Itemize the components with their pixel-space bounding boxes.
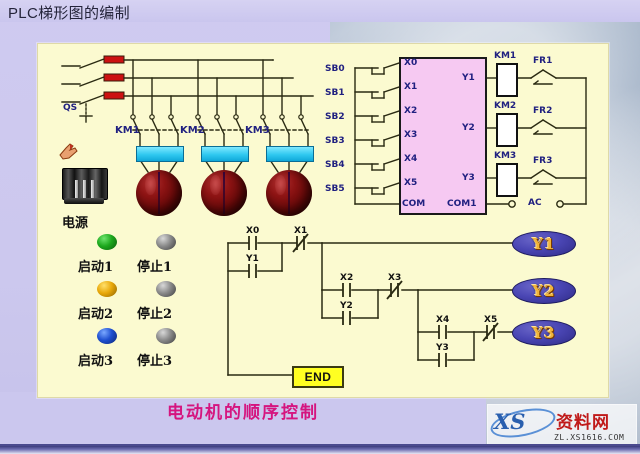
terminal-y3: Y3 bbox=[462, 173, 475, 183]
terminal-x5: X5 bbox=[404, 178, 418, 188]
watermark-url: ZL.XS1616.COM bbox=[554, 433, 625, 442]
footer-rule bbox=[0, 444, 640, 446]
ladder-output-y2: Y2 bbox=[512, 278, 576, 304]
terminal-x3: X3 bbox=[404, 130, 418, 140]
ladder-contact-x1: X1 bbox=[294, 226, 308, 236]
ladder-output-y3-label: Y3 bbox=[532, 324, 556, 342]
ladder-output-y2-label: Y2 bbox=[532, 282, 556, 300]
motor bbox=[266, 170, 312, 216]
terminal-x0: X0 bbox=[404, 58, 418, 68]
background-footer-band bbox=[0, 392, 486, 446]
terminal-x1: X1 bbox=[404, 82, 418, 92]
power-supply-label: 电源 bbox=[62, 216, 89, 231]
label-sb5: SB5 bbox=[325, 184, 345, 194]
label-sb1: SB1 bbox=[325, 88, 345, 98]
start-button-1-label: 启动1 bbox=[78, 260, 114, 275]
terminal-y2: Y2 bbox=[462, 123, 475, 133]
plc-module bbox=[399, 57, 487, 215]
label-km3-coil: KM3 bbox=[494, 151, 517, 161]
stop-button-3-label: 停止3 bbox=[137, 354, 173, 369]
start-button-3[interactable] bbox=[96, 328, 118, 346]
start-button-2-label: 启动2 bbox=[78, 307, 114, 322]
ladder-end-block: END bbox=[292, 366, 344, 388]
page-title: PLC梯形图的编制 bbox=[8, 5, 130, 22]
label-sb3: SB3 bbox=[325, 136, 345, 146]
coil-km2 bbox=[496, 113, 518, 147]
label-km2-coil: KM2 bbox=[494, 101, 517, 111]
coil-km3 bbox=[496, 163, 518, 197]
motor-terminal-block bbox=[136, 146, 184, 162]
start-button-2[interactable] bbox=[96, 281, 118, 299]
terminal-com: COM bbox=[402, 199, 426, 209]
start-button-1[interactable] bbox=[96, 234, 118, 252]
ladder-contact-y1: Y1 bbox=[246, 254, 259, 264]
footer-gradient-bar bbox=[0, 446, 640, 454]
ladder-contact-x2: X2 bbox=[340, 273, 354, 283]
label-qs: QS bbox=[63, 103, 78, 113]
power-supply-icon bbox=[62, 168, 108, 212]
watermark-logo: XS bbox=[494, 409, 526, 434]
ladder-contact-x3: X3 bbox=[388, 273, 402, 283]
watermark-brand: 资料网 bbox=[556, 413, 610, 433]
label-sb2: SB2 bbox=[325, 112, 345, 122]
background-header-band bbox=[0, 0, 640, 22]
terminal-com1: COM1 bbox=[447, 199, 477, 209]
ladder-end-label: END bbox=[304, 370, 332, 384]
label-fr3: FR3 bbox=[533, 156, 553, 166]
stop-button-2-label: 停止2 bbox=[137, 307, 173, 322]
label-fr1: FR1 bbox=[533, 56, 553, 66]
ladder-output-y1: Y1 bbox=[512, 231, 576, 257]
label-sb4: SB4 bbox=[325, 160, 345, 170]
label-km2-power: KM2 bbox=[180, 125, 205, 136]
motor bbox=[136, 170, 182, 216]
ladder-contact-y3: Y3 bbox=[436, 343, 449, 353]
stop-button-2[interactable] bbox=[155, 281, 177, 299]
ladder-output-y3: Y3 bbox=[512, 320, 576, 346]
ladder-contact-x0: X0 bbox=[246, 226, 260, 236]
label-sb0: SB0 bbox=[325, 64, 345, 74]
hand-cursor-icon bbox=[59, 143, 78, 160]
stop-button-1[interactable] bbox=[155, 234, 177, 252]
ladder-output-y1-label: Y1 bbox=[532, 235, 556, 253]
stop-button-3[interactable] bbox=[155, 328, 177, 346]
ladder-contact-x5: X5 bbox=[484, 315, 498, 325]
label-fr2: FR2 bbox=[533, 106, 553, 116]
motor-terminal-block bbox=[201, 146, 249, 162]
watermark: XS 资料网 ZL.XS1616.COM bbox=[487, 403, 637, 450]
slide-subtitle: 电动机的顺序控制 bbox=[167, 403, 319, 423]
label-km1-coil: KM1 bbox=[494, 51, 517, 61]
motor-terminal-block bbox=[266, 146, 314, 162]
motor bbox=[201, 170, 247, 216]
terminal-y1: Y1 bbox=[462, 73, 475, 83]
label-ac-supply: AC bbox=[528, 198, 542, 208]
stop-button-1-label: 停止1 bbox=[137, 260, 173, 275]
terminal-x2: X2 bbox=[404, 106, 418, 116]
coil-km1 bbox=[496, 63, 518, 97]
terminal-x4: X4 bbox=[404, 154, 418, 164]
ladder-contact-y2: Y2 bbox=[340, 301, 353, 311]
start-button-3-label: 启动3 bbox=[78, 354, 114, 369]
label-km1-power: KM1 bbox=[115, 125, 140, 136]
label-km3-power: KM3 bbox=[245, 125, 270, 136]
ladder-contact-x4: X4 bbox=[436, 315, 450, 325]
